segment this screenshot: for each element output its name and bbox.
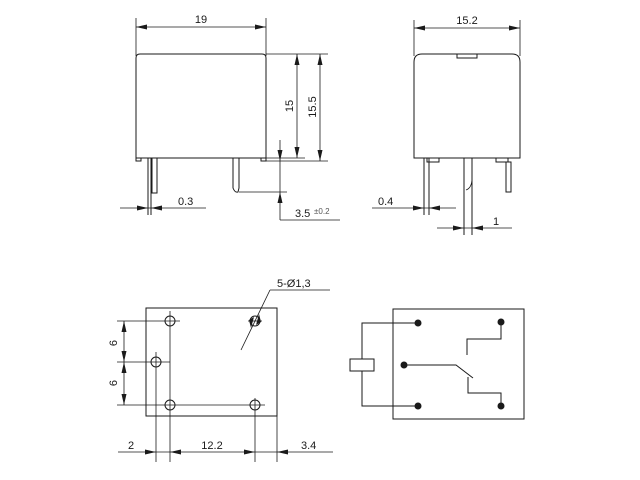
width-label-19: 19: [195, 14, 207, 26]
vertical-spacing-top: 6: [108, 340, 120, 346]
side-pin-thickness-label: 0.4: [378, 196, 393, 208]
vertical-spacing-bottom: 6: [108, 380, 120, 386]
front-view: 19 15 15.5 3.5 ±0.2 0.3: [120, 14, 340, 221]
left-offset-label: 2: [128, 440, 134, 452]
total-height-label: 15.5: [307, 96, 319, 117]
coil-symbol: [349, 358, 375, 372]
hole-diameter-label: 5-Ø1,3: [277, 278, 311, 290]
side-view: 15.2 0.4 1: [372, 15, 521, 235]
hole-spacing-label: 12.2: [201, 440, 222, 452]
schematic: [349, 308, 525, 420]
pin-length-tolerance: ±0.2: [314, 207, 330, 216]
body-height-label: 15: [284, 100, 296, 112]
side-pin-width-label: 1: [493, 216, 499, 228]
side-width-label: 15.2: [456, 15, 477, 27]
pin-length-label: 3.5: [295, 208, 310, 220]
pin-thickness-label: 0.3: [178, 196, 193, 208]
pcb-layout: 6 6 2 12.2 3.4 5-Ø1,3: [108, 278, 333, 462]
right-offset-label: 3.4: [301, 440, 316, 452]
